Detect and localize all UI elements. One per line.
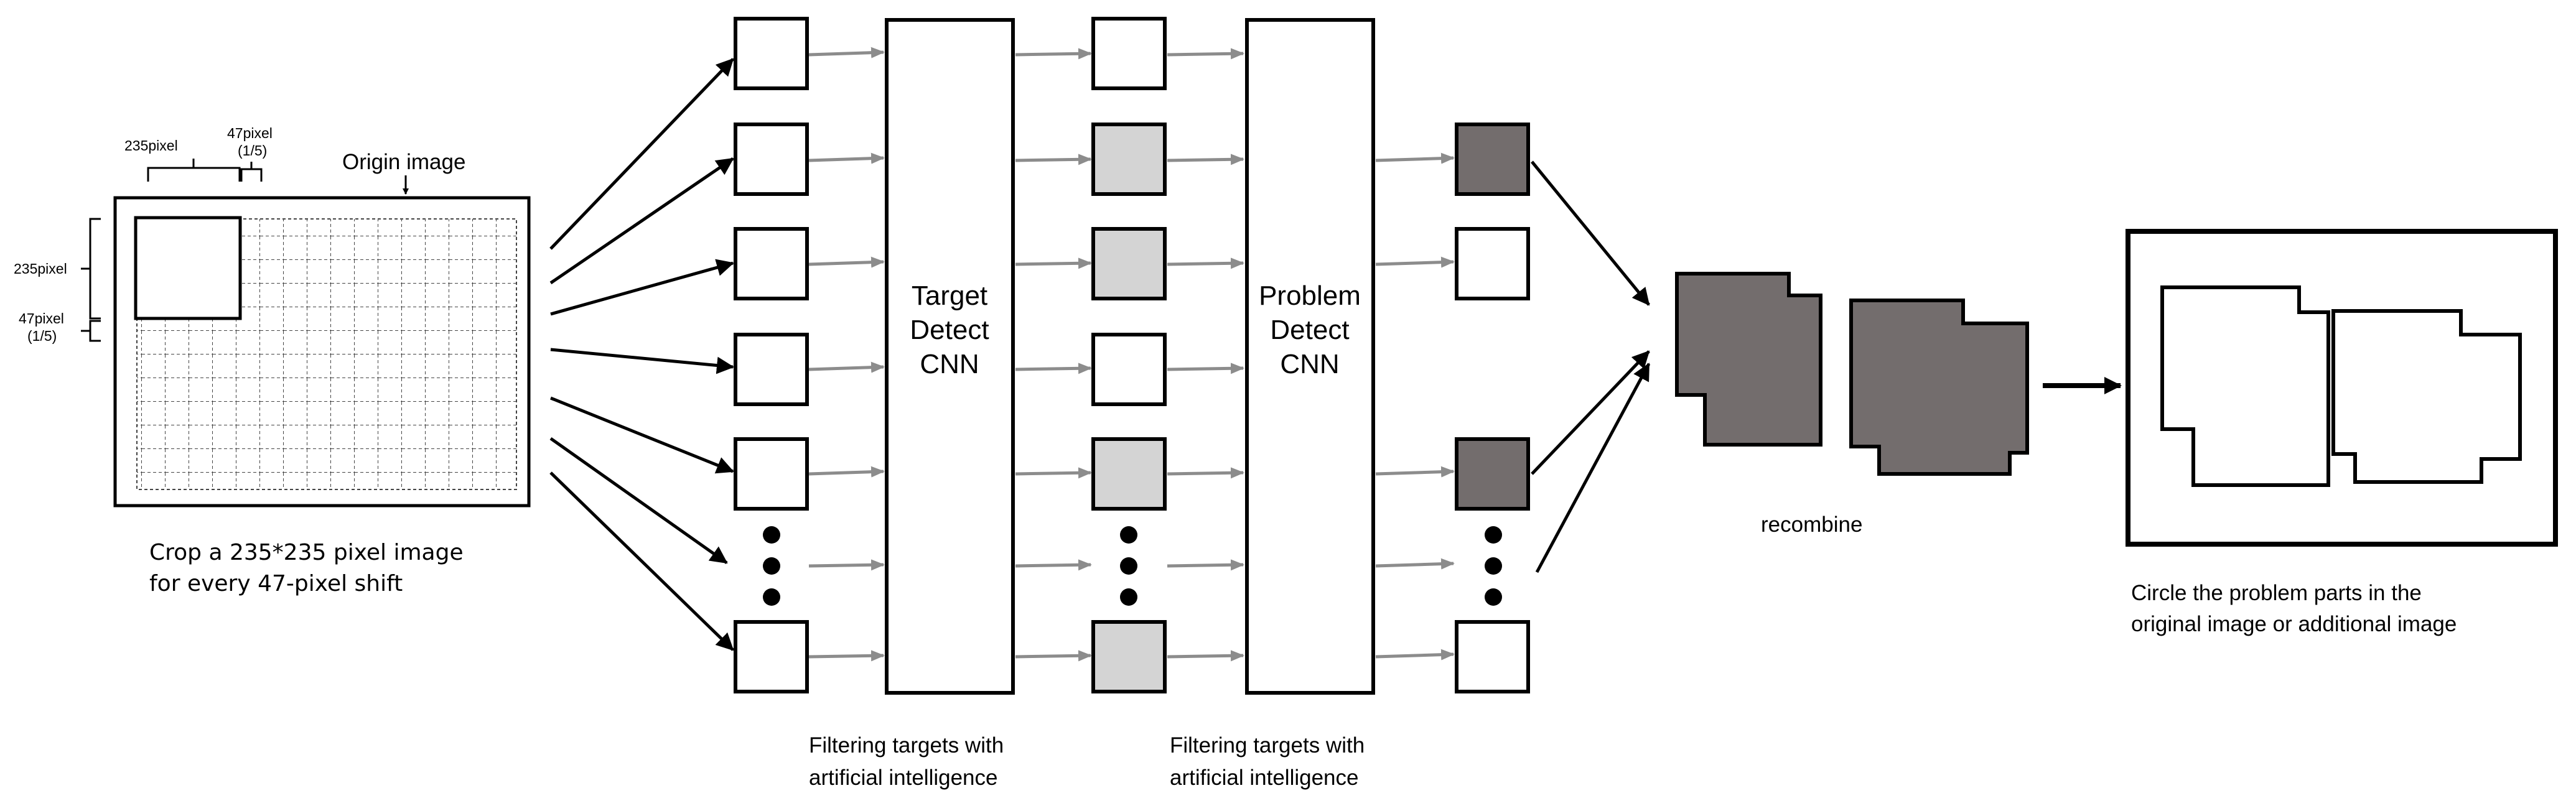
target-cnn-line-3: CNN xyxy=(920,349,979,379)
gray-arrows-2 xyxy=(1015,48,1092,662)
recombined-regions xyxy=(1675,272,2029,476)
target-tile xyxy=(1091,123,1167,196)
origin-image-title: Origin image xyxy=(342,150,465,174)
crop-tile xyxy=(734,620,809,693)
no-problem-tile xyxy=(1455,620,1530,693)
fan-arrow xyxy=(549,471,734,651)
crop-caption-line-1: Crop a 235*235 pixel image xyxy=(149,540,464,565)
dim-label-47-top-frac: (1/5) xyxy=(238,142,267,159)
target-detect-cnn: Target Detect CNN xyxy=(885,18,1015,695)
gray-arrows-1 xyxy=(808,47,885,662)
recombined-region-2 xyxy=(1849,299,2029,476)
crop-tile xyxy=(734,123,809,196)
crop-tile xyxy=(734,437,809,511)
fan-arrow xyxy=(549,157,734,285)
recombined-region-1 xyxy=(1675,272,1822,447)
gray-arrows-3 xyxy=(1167,48,1244,662)
problem-detect-cnn: Problem Detect CNN xyxy=(1245,18,1375,695)
result-caption-line-2: original image or additional image xyxy=(2131,612,2457,636)
dim-label-47-left-frac: (1/5) xyxy=(27,328,57,344)
target-filter-column xyxy=(1091,17,1167,693)
circled-problem-2 xyxy=(2331,309,2522,484)
crop-tile xyxy=(734,17,809,90)
result-frame xyxy=(2126,229,2558,547)
crop-tiles-column xyxy=(734,17,809,693)
problem-filter-column xyxy=(1455,123,1530,693)
result-panel xyxy=(2126,229,2558,547)
filter-caption-2-line-2: artificial intelligence xyxy=(1170,766,1358,790)
crop-tile xyxy=(734,333,809,406)
ellipsis-col-3 xyxy=(1485,526,1502,606)
crop-window xyxy=(134,216,242,320)
dim-label-235-top: 235pixel xyxy=(124,137,178,154)
fan-arrow xyxy=(549,437,728,565)
no-problem-tile xyxy=(1455,227,1530,300)
target-tile xyxy=(1091,227,1167,300)
target-tile xyxy=(1091,437,1167,511)
brace-235-top xyxy=(147,159,241,182)
filter-caption-1-line-2: artificial intelligence xyxy=(809,766,997,790)
origin-image-panel: Origin image 235pixel 47pixel (1/5) 235p… xyxy=(14,125,531,596)
problem-cnn-line-2: Detect xyxy=(1270,315,1349,345)
recombine-label: recombine xyxy=(1761,512,1862,537)
filter-caption-1-line-1: Filtering targets with xyxy=(809,733,1004,758)
merge-arrows xyxy=(1531,160,1651,573)
brace-47-top xyxy=(240,162,263,182)
result-caption-line-1: Circle the problem parts in the xyxy=(2131,581,2422,605)
fan-arrow xyxy=(549,58,734,250)
ellipsis-col-1 xyxy=(763,526,780,606)
crop-tile xyxy=(734,227,809,300)
target-tile xyxy=(1091,620,1167,693)
dim-label-47-left: 47pixel xyxy=(19,310,64,327)
non-target-tile xyxy=(1091,17,1167,90)
target-cnn-line-1: Target xyxy=(912,280,987,311)
problem-tile xyxy=(1455,437,1530,511)
brace-47-left xyxy=(81,320,101,342)
ellipsis-col-2 xyxy=(1120,526,1137,606)
dim-label-47-top: 47pixel xyxy=(227,125,273,141)
non-target-tile xyxy=(1091,333,1167,406)
filter-caption-2-line-1: Filtering targets with xyxy=(1170,733,1365,758)
target-cnn-line-2: Detect xyxy=(910,315,989,345)
problem-tile xyxy=(1455,123,1530,196)
fan-arrow xyxy=(550,396,734,474)
fan-arrow xyxy=(550,348,734,374)
brace-235-left xyxy=(81,218,101,320)
dim-label-235-left: 235pixel xyxy=(14,261,67,277)
fan-out-arrows xyxy=(549,58,734,651)
gray-arrows-4 xyxy=(1375,152,1455,660)
fan-arrow xyxy=(550,259,734,316)
problem-cnn-line-1: Problem xyxy=(1259,280,1361,311)
problem-cnn-line-3: CNN xyxy=(1280,349,1339,379)
circled-problem-1 xyxy=(2160,285,2330,487)
crop-caption-line-2: for every 47-pixel shift xyxy=(149,571,403,596)
